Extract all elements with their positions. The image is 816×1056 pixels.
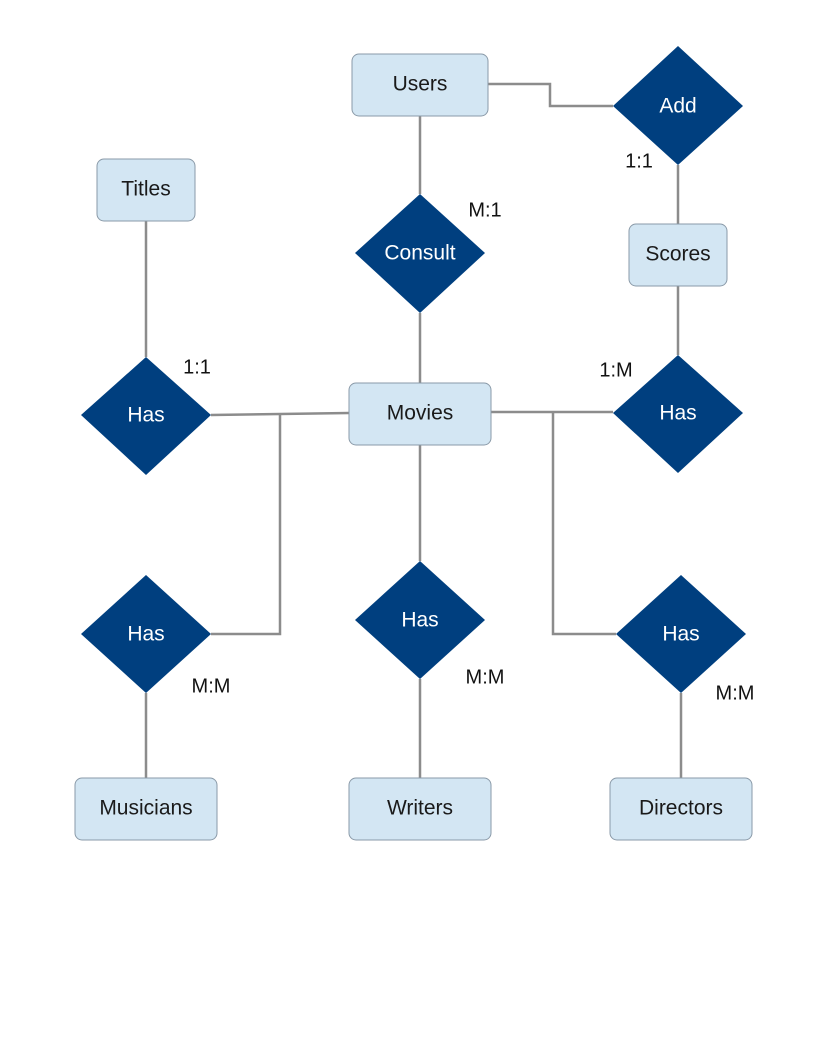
relationship-has-directors: Has [616,575,746,693]
entity-writers: Writers [348,777,492,841]
entity-users-label: Users [393,73,448,96]
entity-titles-label: Titles [121,178,170,201]
cardinality-has-titles: 1:1 [183,356,211,378]
relationship-has-titles: Has [81,357,211,475]
relationship-has-musicians-label: Has [127,623,164,646]
relationship-has-directors-label: Has [662,623,699,646]
cardinality-consult: M:1 [468,199,501,221]
entity-titles: Titles [96,158,196,222]
relationship-has-scores-label: Has [659,402,696,425]
relationship-has-writers-label: Has [401,609,438,632]
cardinality-has-musicians: M:M [192,675,231,697]
entity-users: Users [351,53,489,117]
entity-movies-label: Movies [387,402,454,425]
relationship-consult-label: Consult [384,242,455,265]
connector-movies-has-directors [551,412,616,636]
relationship-add-label: Add [659,95,696,118]
relationship-has-scores: Has [613,355,743,473]
connector-users-add [488,82,613,108]
entity-directors-label: Directors [639,797,723,820]
relationship-consult: Consult [355,194,485,313]
relationship-add: Add [613,46,743,165]
relationship-has-writers: Has [355,561,485,679]
entity-scores-label: Scores [645,243,710,266]
entity-scores: Scores [628,223,728,287]
cardinality-has-writers: M:M [466,666,505,688]
connectors [144,82,683,778]
connector-movies-has-musicians [211,414,282,636]
cardinality-has-scores: 1:M [599,359,632,381]
entity-musicians-label: Musicians [99,797,192,820]
cardinality-has-directors: M:M [716,682,755,704]
relationship-has-titles-label: Has [127,404,164,427]
relationship-has-musicians: Has [81,575,211,693]
entity-musicians: Musicians [74,777,218,841]
cardinality-add: 1:1 [625,150,653,172]
entity-writers-label: Writers [387,797,453,820]
entity-directors: Directors [609,777,753,841]
entity-movies: Movies [348,382,492,446]
